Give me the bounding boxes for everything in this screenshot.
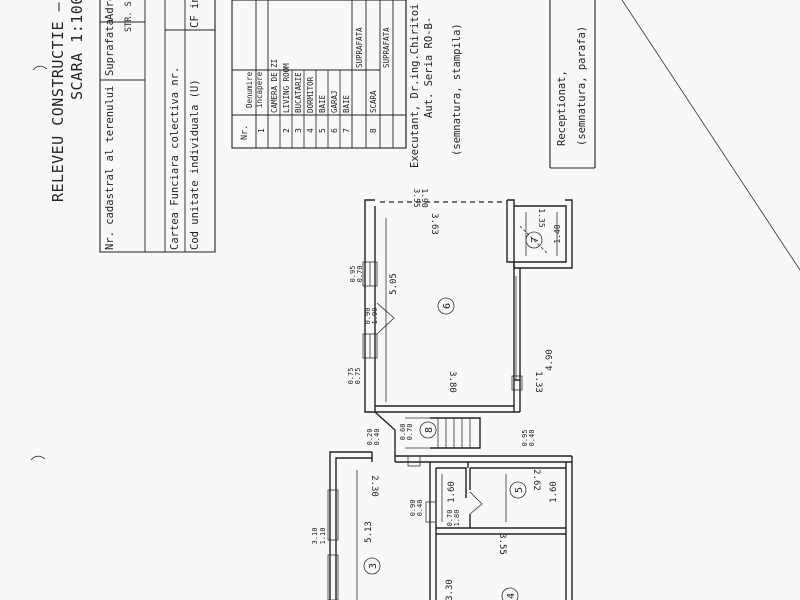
total-label: SUPRAFATA — [382, 27, 391, 68]
dim-1-60b: 1.60 — [549, 481, 559, 503]
col-denumire-header-1: Denumire — [245, 71, 254, 108]
dim-4-90: 4.90 — [545, 349, 555, 371]
col-denumire-header-2: incapere — [255, 71, 264, 108]
dim-1-80: 1.80 — [453, 510, 461, 527]
dim-5-13: 5.13 — [364, 521, 374, 543]
dim-1-35: 1.35 — [537, 208, 546, 227]
staircase: 8 — [374, 411, 481, 462]
title-line-2: SCARA 1:100 — [68, 0, 86, 100]
label-nr-cadastral: Nr. cadastral al terenului — [104, 86, 116, 250]
room-label-6: 6 — [442, 303, 453, 309]
dim-0-90b: 0.90 — [409, 500, 417, 517]
dim-0-90-door: 0.90 — [364, 308, 372, 325]
dim-2-62: 2.62 — [531, 469, 541, 491]
dim-0-40b: 0.40 — [528, 430, 536, 447]
binder-hole-bottom — [30, 455, 46, 461]
room-label-3: 3 — [368, 563, 379, 569]
rooms-table: Nr. Denumire incapere 1 CAMERA DE ZI 2 L… — [231, 0, 407, 149]
receptionat-sig-label: (semnatura, parafa) — [576, 26, 588, 146]
room-row-nr: 1 — [257, 128, 266, 133]
row8-nr: 8 — [369, 128, 378, 133]
room-row-name: BAIE — [318, 94, 327, 113]
garage-walls — [362, 199, 573, 413]
label-street: STR. S — [124, 1, 134, 32]
label-adresa: Adre — [104, 0, 116, 20]
col-nr-header: Nr. — [240, 125, 250, 140]
dim-0-95b: 0.95 — [521, 430, 529, 447]
title-line-1: RELEVEU CONSTRUCTIE – — [49, 1, 67, 202]
room-row-nr: 2 — [282, 128, 291, 133]
dim-0-20: 0.20 — [366, 429, 374, 446]
dim-3-55-top: 3.55 — [412, 188, 421, 207]
dim-0-75a: 0.75 — [347, 368, 355, 385]
room-row-name: DORMITOR — [306, 76, 315, 113]
label-suprafata: Suprafata — [104, 19, 116, 76]
sheet-frame-right — [621, 0, 800, 271]
dim-0-70-window: 0.70 — [356, 266, 364, 283]
room-row-nr: 6 — [330, 128, 339, 133]
room-row-name: BAIE — [342, 94, 351, 113]
floor-plan: 7 6 8 — [311, 188, 573, 600]
dim-3-80: 3.80 — [447, 371, 457, 393]
dim-3-55b: 3.55 — [497, 533, 507, 555]
dim-1-40: 1.40 — [553, 224, 562, 243]
dim-1-33: 1.33 — [533, 371, 543, 393]
dim-3-30: 3.30 — [445, 579, 455, 600]
dim-1-60a: 1.60 — [447, 481, 457, 503]
autorizatie-label: Aut. Seria RO-B- — [423, 17, 435, 118]
receptionat-label: Receptionat, — [556, 70, 568, 146]
dim-0-70c: 0.70 — [446, 510, 454, 527]
room-row-nr: 4 — [306, 128, 315, 133]
dim-0-75b: 0.75 — [354, 368, 362, 385]
room-label-4: 4 — [506, 593, 517, 599]
binder-hole-top — [32, 65, 48, 71]
room-row-name: GARAJ — [330, 90, 339, 113]
room-label-8: 8 — [424, 427, 435, 433]
room-row-name: BUCATARIE — [294, 72, 303, 113]
executant-sig-label: (semnatura, stampila) — [451, 23, 463, 156]
dim-1-90-top: 1.90 — [420, 188, 429, 207]
dim-0-70b: 0.70 — [406, 424, 414, 441]
lower-block-walls — [327, 451, 573, 600]
dim-5-05: 5.05 — [389, 273, 399, 295]
room-row-nr: 7 — [342, 128, 351, 133]
label-cf-ind: CF ind — [189, 0, 201, 28]
dim-1-90-door: 1.90 — [371, 308, 379, 325]
room-row-nr: 5 — [318, 128, 327, 133]
dim-1-10: 1.10 — [319, 528, 327, 545]
land-table: Nr. cadastral al terenului Suprafata Adr… — [99, 0, 216, 253]
dim-2-30: 2.30 — [369, 475, 379, 497]
executant-label: Executant, Dr.ing.Chiritoi — [409, 4, 421, 168]
dim-0-40: 0.40 — [373, 429, 381, 446]
room-row-nr: 3 — [294, 128, 303, 133]
dim-0-60: 0.60 — [399, 424, 407, 441]
dim-3-63: 3.63 — [429, 213, 439, 235]
row8-name: SCARA — [369, 90, 378, 113]
label-carte-funciara: Cartea Funciara colectiva nr. — [169, 67, 181, 250]
dim-3-10: 3.10 — [311, 528, 319, 545]
label-cod-unitate: Cod unitate individuala (U) — [189, 79, 201, 250]
room-row-name: CAMERA DE ZI — [270, 59, 279, 113]
signature-block: Executant, Dr.ing.Chiritoi Aut. Seria RO… — [405, 0, 596, 169]
room-label-7: 7 — [530, 237, 541, 243]
dim-0-95-window: 0.95 — [349, 266, 357, 283]
room-row-name: LIVING ROOM — [282, 63, 291, 113]
room-label-5: 5 — [514, 487, 525, 493]
sheet-title: RELEVEU CONSTRUCTIE – SCARA 1:100 — [49, 0, 86, 202]
dim-0-40c: 0.40 — [416, 500, 424, 517]
subtotal-label: SUPRAFATA — [355, 27, 364, 68]
